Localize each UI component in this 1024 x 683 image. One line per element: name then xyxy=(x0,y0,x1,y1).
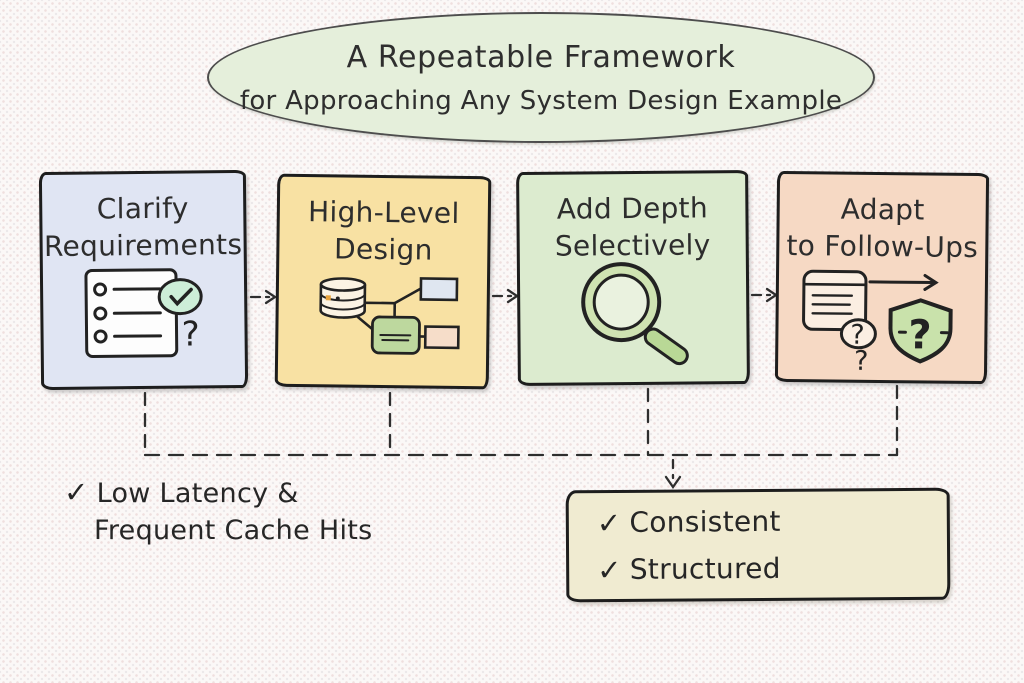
left-note-line-2: Frequent Cache Hits xyxy=(94,515,373,547)
checklist-check-icon: ? xyxy=(83,268,203,359)
svg-text:?: ? xyxy=(908,312,932,358)
database-architecture-icon xyxy=(319,277,460,355)
title-line-1: A Repeatable Framework xyxy=(346,39,736,75)
step-card-add-depth-selectively: Add Depth Selectively xyxy=(516,169,750,387)
bottom-note-box: ✓ Consistent ✓ Structured xyxy=(565,487,951,603)
note-item-structured: ✓ Structured xyxy=(597,551,781,587)
svg-text:?: ? xyxy=(854,346,869,373)
arrow-into-note-box xyxy=(664,458,682,490)
step-title: Adapt to Follow-Ups xyxy=(786,192,979,264)
check-icon: ✓ xyxy=(596,505,622,540)
step-card-clarify-requirements: Clarify Requirements ? xyxy=(38,169,249,391)
check-icon: ✓ xyxy=(597,552,622,587)
magnifier-icon xyxy=(581,262,689,366)
svg-text:?: ? xyxy=(181,314,199,354)
step-card-adapt-to-follow-ups: Adapt to Follow-Ups ? ? ? xyxy=(774,170,990,385)
arrow-step2-to-step3 xyxy=(491,288,520,304)
arrow-step1-to-step2 xyxy=(249,289,278,305)
left-note-line-1: ✓Low Latency & xyxy=(64,475,299,509)
title-line-2: for Approaching Any System Design Exampl… xyxy=(239,85,843,116)
arrow-step3-to-step4 xyxy=(750,287,779,303)
note-arrow-question-shield-icon: ? ? ? xyxy=(802,269,953,373)
check-icon: ✓ xyxy=(64,475,89,509)
title-ellipse: A Repeatable Framework for Approaching A… xyxy=(207,12,875,143)
left-note: ✓Low Latency & Frequent Cache Hits xyxy=(64,472,373,550)
step-title: Add Depth Selectively xyxy=(554,191,711,263)
svg-text:?: ? xyxy=(850,320,865,351)
step-title: High-Level Design xyxy=(307,195,460,267)
note-item-consistent: ✓ Consistent xyxy=(596,504,781,540)
step-title: Clarify Requirements xyxy=(43,191,243,263)
step-card-high-level-design: High-Level Design xyxy=(274,173,492,390)
